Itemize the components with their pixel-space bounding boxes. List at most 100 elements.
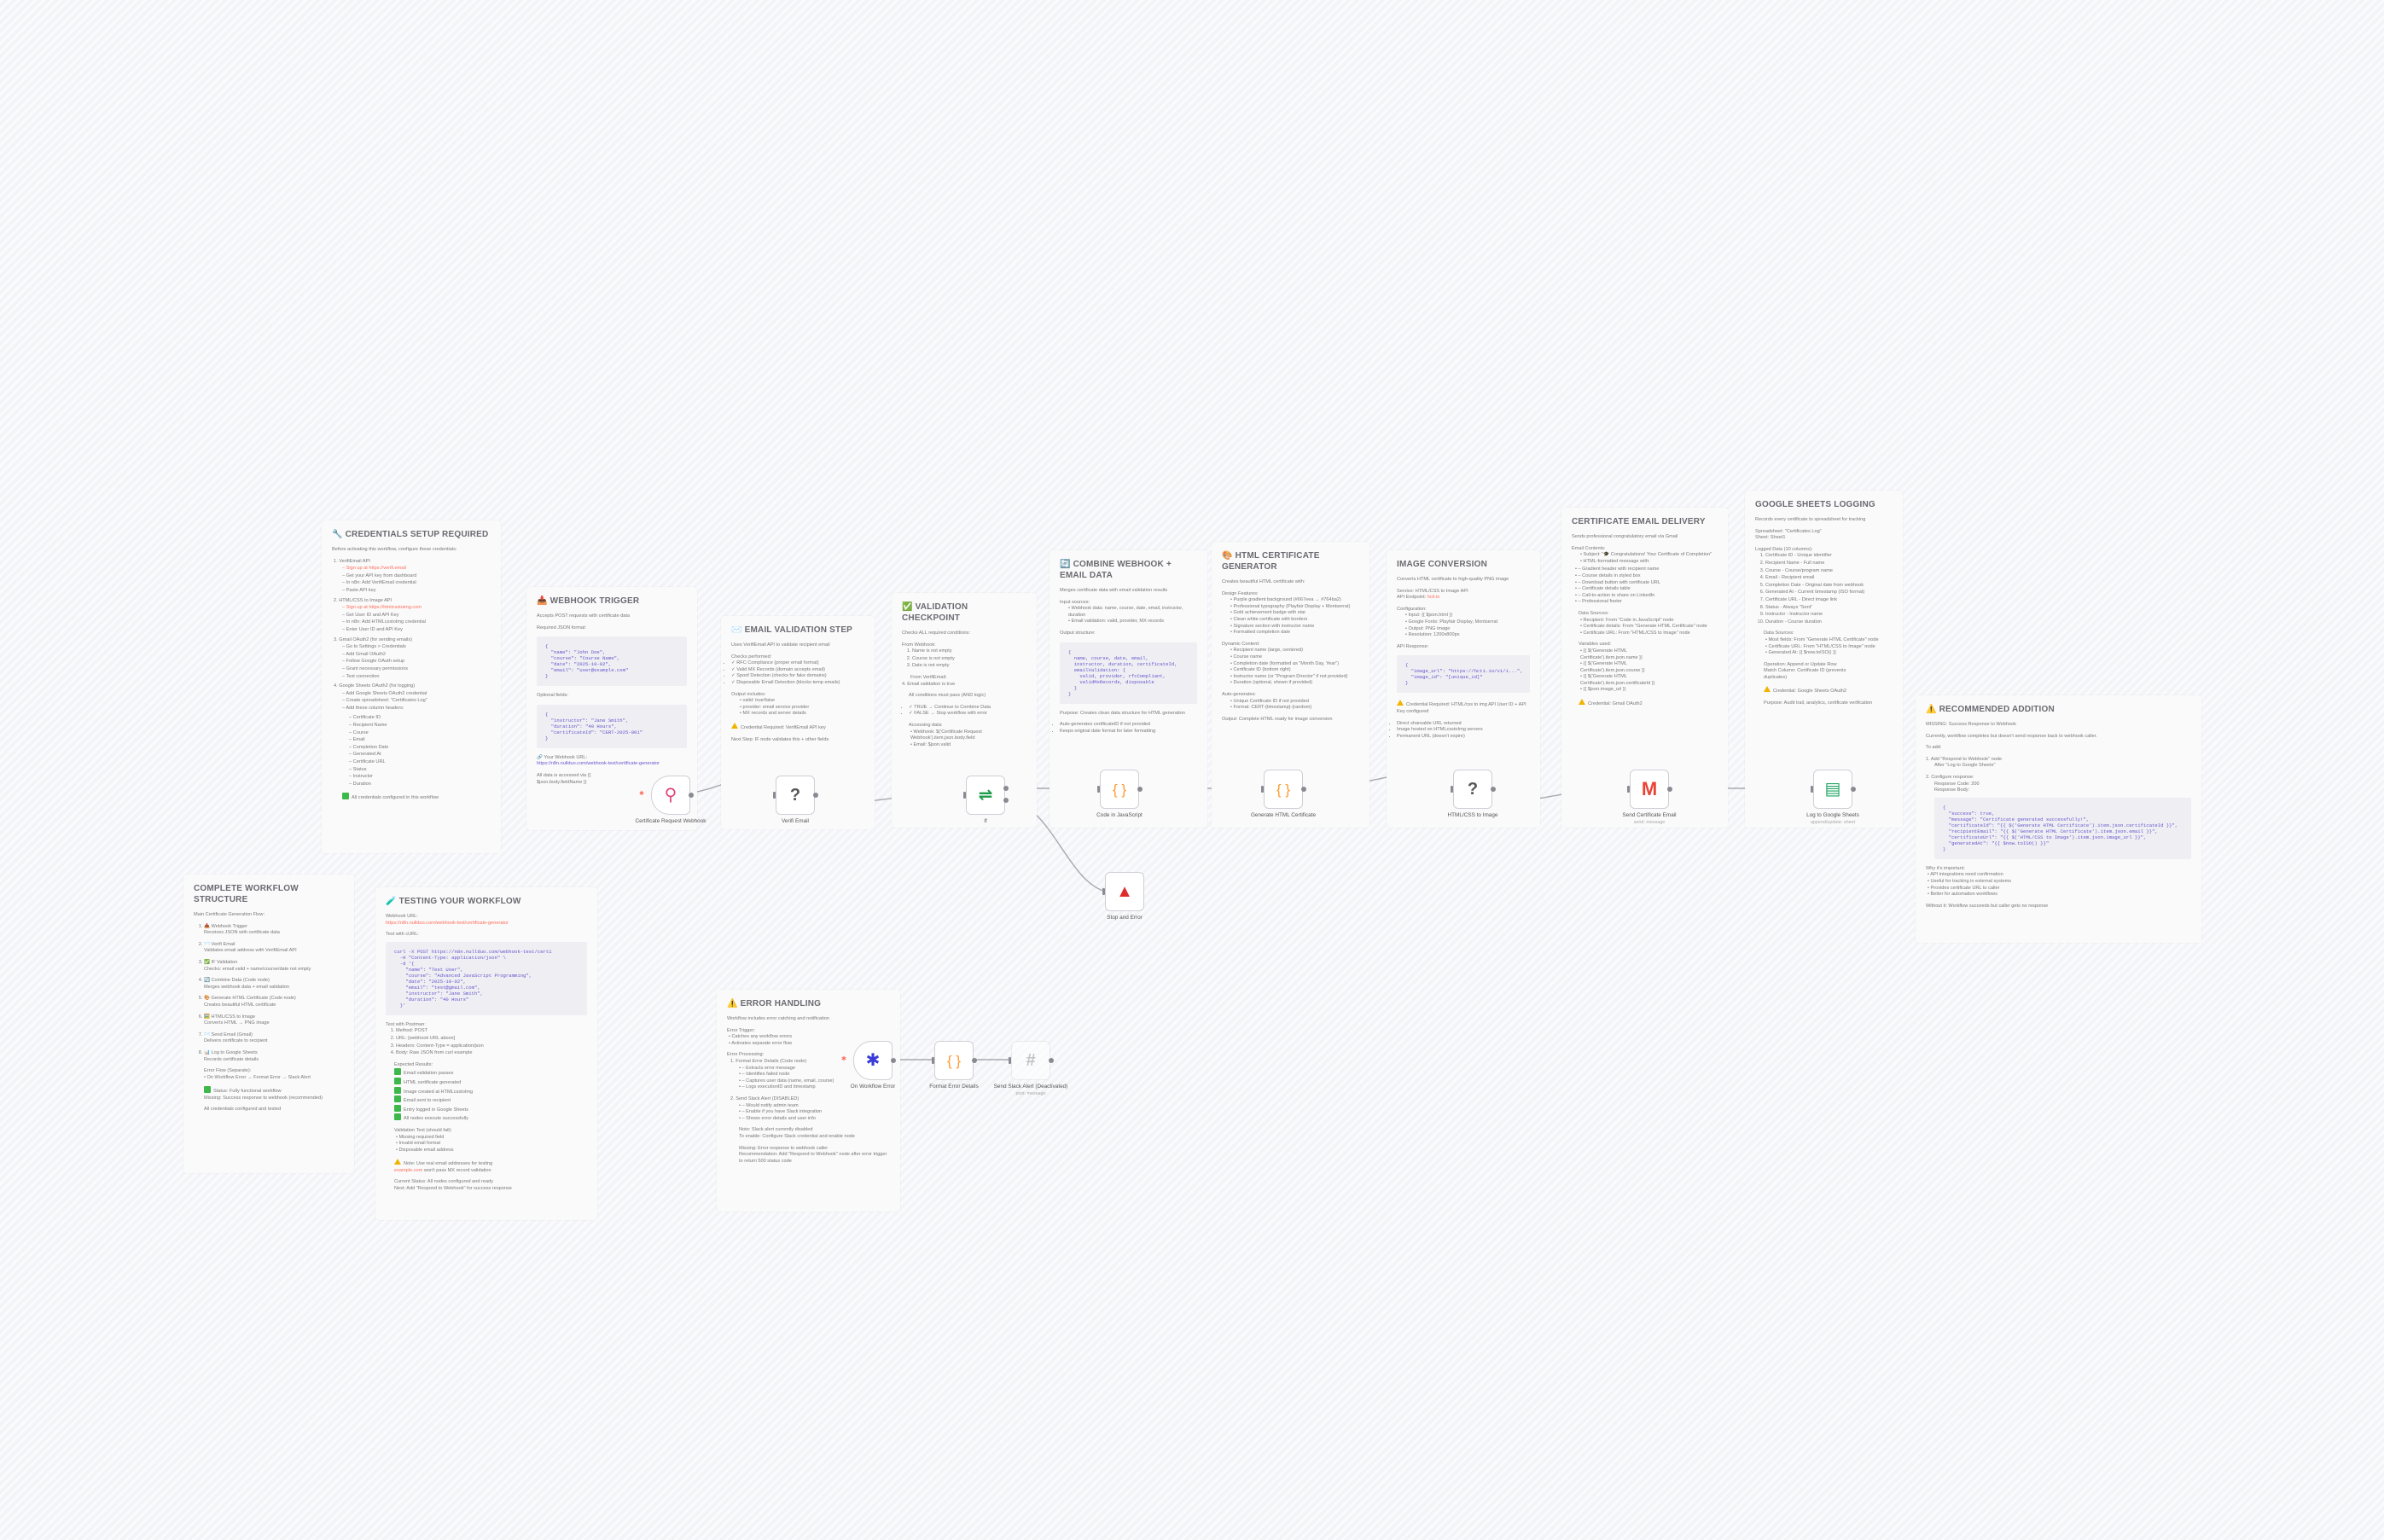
sources-list-item: Certificate details: From "Generate HTML… bbox=[1580, 624, 1718, 631]
output-port[interactable] bbox=[813, 793, 818, 798]
sticky-intro: Workflow includes error catching and not… bbox=[727, 1016, 829, 1021]
logged-label: Logged Data (10 columns): bbox=[1755, 546, 1813, 552]
design-list-item: Professional typography (Playfair Displa… bbox=[1230, 604, 1359, 611]
lock-icon bbox=[1579, 699, 1585, 706]
sticky-note-workflow-structure[interactable]: Complete Workflow StructureMain Certific… bbox=[183, 875, 354, 1173]
node-format-error[interactable]: { } bbox=[934, 1041, 974, 1080]
auto-list-item: Unique Certificate ID if not provided bbox=[1230, 699, 1359, 706]
sticky-note-testing[interactable]: 🧪 Testing Your WorkflowWebhook URL:https… bbox=[375, 887, 597, 1220]
input-label: Input sources: bbox=[1060, 599, 1090, 605]
node-label: HTML/CSS to Image bbox=[1426, 812, 1520, 819]
contents-sub: – Gradient header with recipient name– C… bbox=[1572, 567, 1718, 606]
dynamic-label: Dynamic Content: bbox=[1222, 641, 1260, 647]
input-port[interactable] bbox=[773, 792, 776, 799]
column-headers-item: Certificate URL bbox=[349, 759, 491, 766]
checks-list-item: ✓ Spoof Detection (checks for fake domai… bbox=[731, 673, 864, 680]
step-2b: Response Code: 200 bbox=[1934, 781, 1980, 787]
input-port[interactable] bbox=[1261, 786, 1264, 793]
sticky-note-error-handling[interactable]: ⚠️ Error HandlingWorkflow includes error… bbox=[717, 990, 900, 1212]
expected-text: Email sent to recipient bbox=[404, 1098, 451, 1104]
node-on-error[interactable]: ✱ bbox=[853, 1041, 893, 1080]
response-json: { "image_url": "https://hcti.io/v1/i..."… bbox=[1397, 655, 1530, 694]
node-webhook[interactable]: ⚲ bbox=[651, 776, 690, 815]
sticky-intro: Accepts POST requests with certificate d… bbox=[537, 613, 631, 619]
dynamic-list-item: Course name bbox=[1230, 654, 1359, 661]
sticky-note-credentials[interactable]: 🔧 Credentials Setup RequiredBefore activ… bbox=[322, 520, 501, 853]
node-label: Stop and Error bbox=[1078, 915, 1172, 921]
sources-list-item: Certificate URL: From "HTML/CSS to Image… bbox=[1580, 631, 1718, 637]
sticky-note-recommended-addition[interactable]: ⚠️ Recommended AdditionMISSING: Success … bbox=[1916, 695, 2201, 943]
sticky-title: Image Conversion bbox=[1397, 560, 1487, 569]
input-port[interactable] bbox=[1811, 786, 1813, 793]
node-verify-email[interactable]: ? bbox=[776, 776, 815, 815]
node-code-js[interactable]: { } bbox=[1100, 770, 1139, 809]
input-port[interactable] bbox=[1451, 786, 1453, 793]
node-gmail[interactable]: M bbox=[1630, 770, 1669, 809]
node-if[interactable]: ⇌ bbox=[966, 776, 1005, 815]
sources-list-item: Most fields: From "Generate HTML Certifi… bbox=[1765, 637, 1893, 644]
input-port[interactable] bbox=[1097, 786, 1100, 793]
credential-step: Sign up at https://htmlcsstoimg.com bbox=[342, 605, 491, 612]
output-port[interactable] bbox=[1667, 787, 1672, 792]
check-icon bbox=[394, 1095, 401, 1103]
node-title: Log to Google Sheets bbox=[1806, 812, 1859, 818]
sticky-note-webhook-trigger[interactable]: 📥 Webhook TriggerAccepts POST requests w… bbox=[526, 587, 697, 830]
input-port[interactable] bbox=[1627, 786, 1630, 793]
checks-list-item: ✓ Valid MX Records (domain accepts email… bbox=[731, 667, 864, 674]
output-port[interactable] bbox=[1137, 787, 1143, 792]
output-port[interactable] bbox=[1491, 787, 1496, 792]
node-title: Code in JavaScript bbox=[1096, 812, 1143, 818]
input-port[interactable] bbox=[1102, 888, 1105, 895]
input-list-item: Webhook data: name, course, date, email,… bbox=[1068, 606, 1197, 619]
config-list-item: Output: PNG image bbox=[1405, 626, 1530, 633]
design-list-item: Clean white certificate with borders bbox=[1230, 617, 1359, 624]
credential-note: Credential Required: VerifiEmail API key bbox=[731, 722, 864, 732]
step-desc: Delivers certificate to recipient bbox=[204, 1038, 268, 1044]
config-label: Configuration: bbox=[1397, 606, 1427, 612]
step-title: 🔄 Combine Data (Code node) bbox=[204, 978, 270, 984]
logged-list-item: Duration - Course duration bbox=[1765, 619, 1893, 626]
workflow-step: 🎨 Generate HTML Certificate (Code node)C… bbox=[204, 996, 344, 1008]
output-port[interactable] bbox=[689, 793, 694, 798]
node-stop-error[interactable]: ▲ bbox=[1105, 872, 1144, 911]
sticky-footer: All credentials configured and tested bbox=[204, 1107, 282, 1113]
outcomes-item: ✓ FALSE → Stop workflow with error bbox=[909, 711, 1026, 718]
auto-list-item: Format: CERT-{timestamp}-{random} bbox=[1230, 705, 1359, 712]
step-title: ✉️ Send Email (Gmail) bbox=[204, 1032, 253, 1037]
output-port[interactable] bbox=[1003, 798, 1009, 803]
contents-sub-item: – Gradient header with recipient name bbox=[1575, 567, 1718, 573]
output-port[interactable] bbox=[1003, 786, 1009, 791]
credential-text: Credential: Google Sheets OAuth2 bbox=[1773, 689, 1847, 694]
code-braces-icon: { } bbox=[946, 1052, 962, 1069]
input-port[interactable] bbox=[963, 792, 966, 799]
output-port[interactable] bbox=[1851, 787, 1856, 792]
node-sheets[interactable]: ▤ bbox=[1813, 770, 1852, 809]
node-label: Format Error Details bbox=[907, 1084, 1001, 1090]
sticky-note-validation-checkpoint[interactable]: ✅ Validation CheckpointChecks ALL requir… bbox=[892, 593, 1037, 828]
output-port[interactable] bbox=[972, 1058, 977, 1063]
dynamic-list-item: Recipient name (large, centered) bbox=[1230, 648, 1359, 654]
output-port[interactable] bbox=[1049, 1058, 1054, 1063]
output-port[interactable] bbox=[1301, 787, 1306, 792]
column-headers-item: Course bbox=[349, 730, 491, 737]
service: Service: HTML/CSS to Image API bbox=[1397, 588, 1468, 594]
node-html-image[interactable]: ? bbox=[1453, 770, 1492, 809]
bug-icon: ✱ bbox=[865, 1051, 881, 1070]
sticky-title: Certificate Email Delivery bbox=[1572, 517, 1706, 526]
step-desc: Converts HTML → PNG image bbox=[204, 1020, 270, 1026]
step-desc: Merges webhook data + email validation bbox=[204, 984, 289, 990]
accessing-list-item: Webhook: $('Certificate Request Webhook'… bbox=[910, 729, 1009, 742]
output-port[interactable] bbox=[891, 1058, 896, 1063]
input-port[interactable] bbox=[1009, 1057, 1011, 1064]
url-label: Webhook URL: bbox=[386, 914, 418, 919]
postman-steps-item: Body: Raw JSON from curl example bbox=[396, 1050, 587, 1057]
from-verify-label: From VerifiEmail: bbox=[910, 674, 947, 680]
fail-list-item: Missing required field bbox=[396, 1135, 587, 1142]
column-headers-item: Recipient Name bbox=[349, 723, 491, 729]
node-slack[interactable]: # bbox=[1011, 1041, 1050, 1080]
input-port[interactable] bbox=[932, 1057, 934, 1064]
node-gen-html[interactable]: { } bbox=[1264, 770, 1303, 809]
vars-list-item: {{ $('Generate HTML Certificate').item.j… bbox=[1580, 661, 1674, 674]
endpoint: API Endpoint: hcti.io bbox=[1397, 595, 1530, 601]
